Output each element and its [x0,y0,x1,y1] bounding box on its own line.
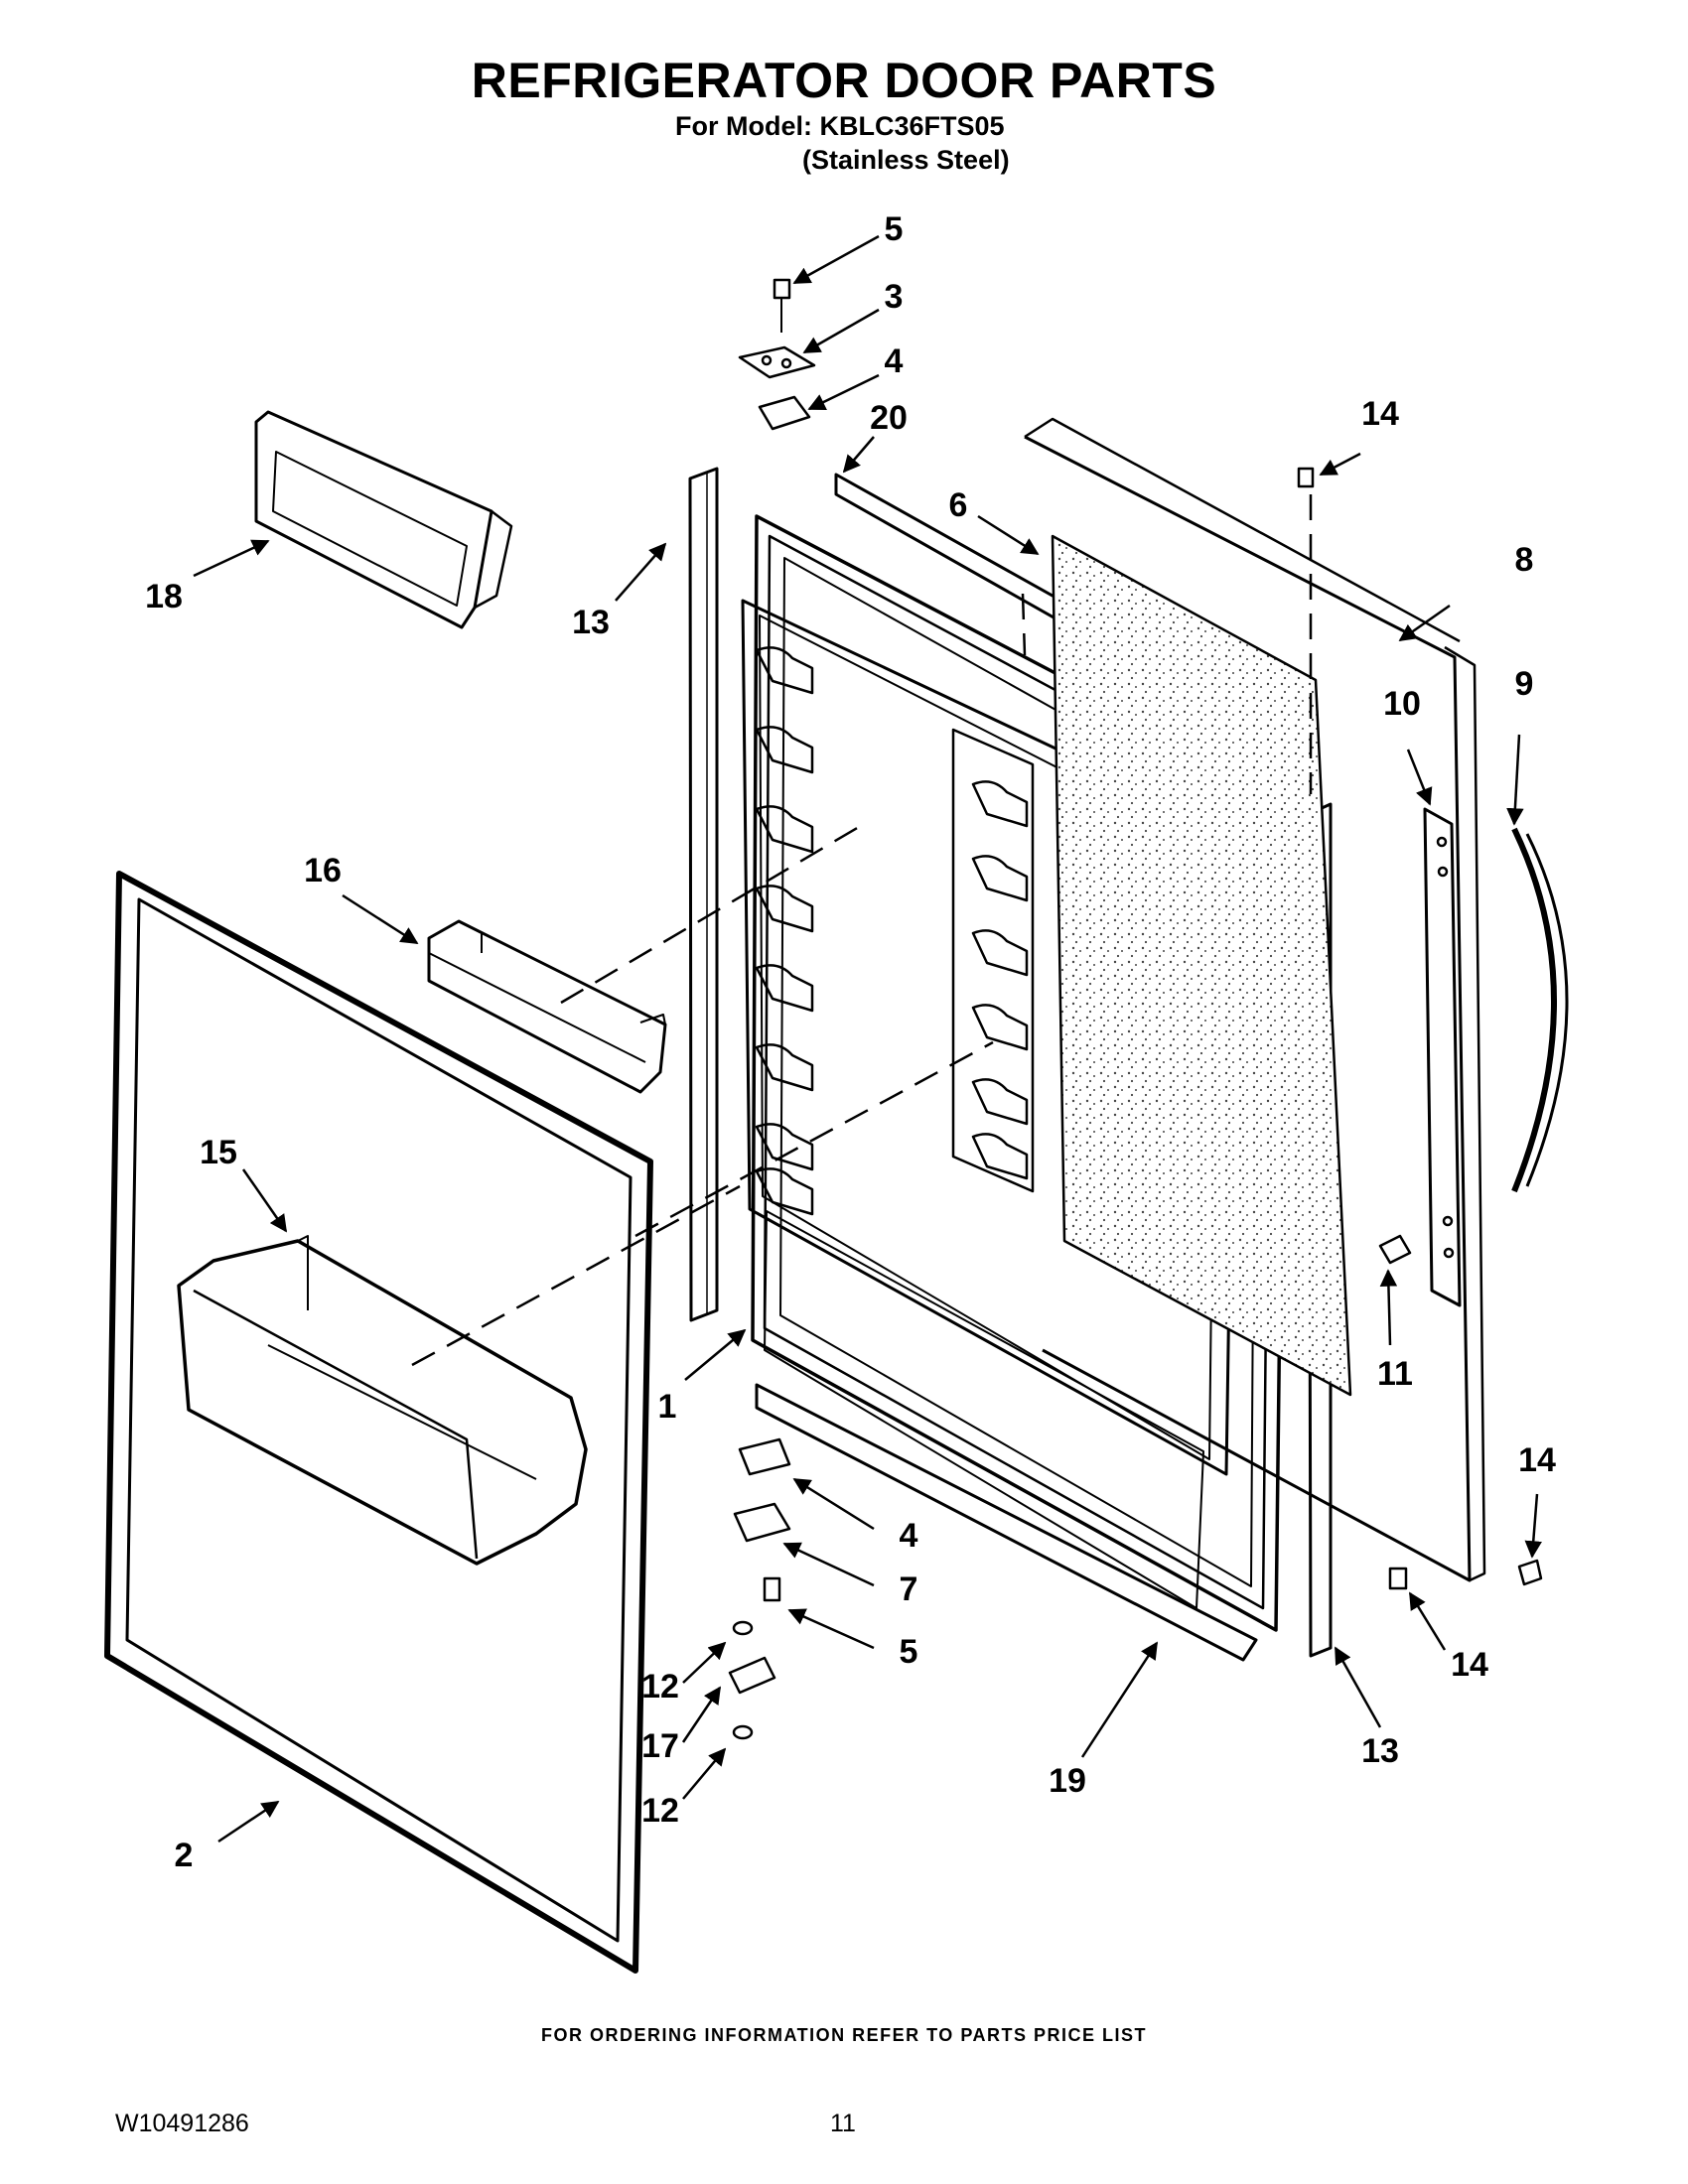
callout-6: 6 [949,486,968,524]
page-number: 11 [830,2110,856,2137]
callout-4-top: 4 [885,342,904,380]
door-gasket-part [104,871,653,1974]
handle-bracket-part [1423,807,1462,1307]
callout-9: 9 [1515,665,1534,703]
callout-13-right: 13 [1361,1732,1399,1770]
callout-18: 18 [145,578,183,615]
callout-3: 3 [885,278,904,316]
callout-20: 20 [870,399,908,437]
callout-7: 7 [900,1570,918,1608]
callout-2: 2 [175,1837,194,1874]
outer-door-panel-part [1024,417,1486,1582]
large-door-bin-part [177,1235,588,1566]
trim-strip-right-part [1307,802,1333,1658]
foam-insulation-part [1051,534,1352,1397]
callout-8: 8 [1515,541,1534,579]
callout-14-bottom-left: 14 [1451,1646,1488,1684]
model-line: For Model: KBLC36FTS05 [675,111,1005,141]
finish-line: (Stainless Steel) [802,145,1010,175]
dispenser-housing-part [254,410,513,629]
callout-14-bottom-right: 14 [1518,1441,1556,1479]
callout-14-top: 14 [1361,395,1399,433]
callout-12-upper: 12 [641,1668,679,1706]
screw-11 [1378,1234,1412,1265]
small-door-bin-part [427,919,667,1094]
callout-labels: 5 3 4 20 6 14 8 9 10 11 18 13 16 15 1 4 … [145,210,1556,1874]
screw-14-top [1297,467,1315,488]
callout-13-left: 13 [572,604,610,641]
top-hinge-assembly [738,278,816,431]
document-number: W10491286 [115,2110,249,2137]
trim-strip-left-part [688,467,719,1322]
callout-11: 11 [1377,1355,1413,1393]
assembly-lines [411,494,1313,1367]
callout-19: 19 [1049,1762,1086,1800]
screw-14-bottom-left [1388,1567,1408,1590]
page-title: REFRIGERATOR DOOR PARTS [471,53,1217,108]
callout-leaders [193,234,1542,1843]
door-handle-part [1511,827,1569,1193]
callout-15: 15 [200,1134,237,1171]
callout-1: 1 [658,1388,677,1426]
callout-5-bottom: 5 [900,1633,918,1671]
callout-4-bottom: 4 [900,1517,918,1555]
screw-14-bottom-right [1517,1559,1543,1586]
bottom-hinge-assembly [728,1437,791,1740]
callout-16: 16 [304,852,342,889]
ordering-note: FOR ORDERING INFORMATION REFER TO PARTS … [540,2025,1147,2045]
bottom-channel-part [755,1383,1258,1662]
callout-12-lower: 12 [641,1792,679,1830]
callout-17: 17 [641,1727,679,1765]
callout-10: 10 [1383,685,1421,723]
callout-5-top: 5 [885,210,904,248]
